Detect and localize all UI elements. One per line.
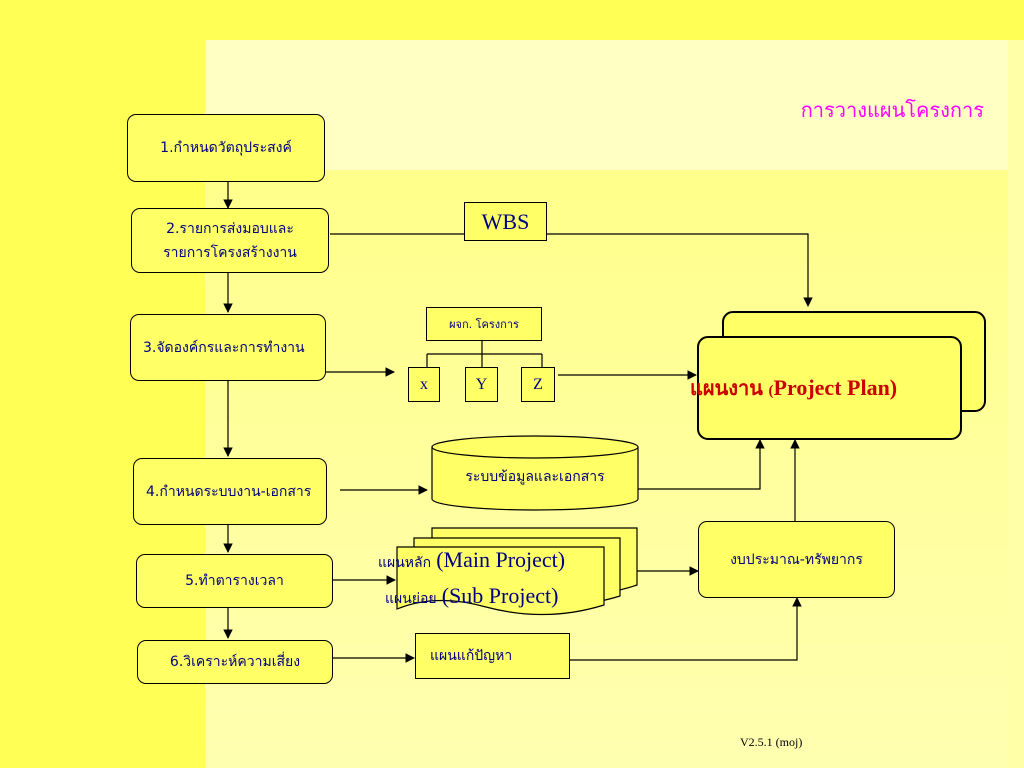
step-5-label: 5.ทำตารางเวลา bbox=[185, 573, 284, 589]
budget-box: งบประมาณ-ทรัพยากร bbox=[698, 521, 895, 598]
org-manager-label: ผจก. โครงการ bbox=[449, 318, 519, 331]
database-cylinder bbox=[431, 435, 639, 511]
step-1-label: 1.กำหนดวัตถุประสงค์ bbox=[160, 140, 292, 156]
org-manager-box: ผจก. โครงการ bbox=[426, 307, 542, 341]
wbs-box: WBS bbox=[464, 202, 547, 241]
step-4-box: 4.กำหนดระบบงาน-เอกสาร bbox=[133, 458, 327, 525]
budget-label: งบประมาณ-ทรัพยากร bbox=[730, 551, 863, 568]
document-stack bbox=[396, 527, 638, 616]
documents-main-line: แผนหลัก (Main Project) bbox=[378, 547, 565, 574]
org-team-x-box: x bbox=[408, 367, 440, 402]
arrow-riskplan-to-budget bbox=[570, 597, 802, 661]
documents-main-thai: แผนหลัก bbox=[378, 555, 432, 571]
step-2-label-line2: รายการโครงสร้างงาน bbox=[163, 244, 297, 261]
org-team-x-label: x bbox=[420, 375, 428, 393]
step-3-box: 3.จัดองค์กรและการทำงาน bbox=[130, 314, 326, 381]
step-2-box: 2.รายการส่งมอบและ รายการโครงสร้างงาน bbox=[131, 208, 329, 273]
step-5-box: 5.ทำตารางเวลา bbox=[136, 554, 333, 608]
version-label: V2.5.1 (moj) bbox=[740, 735, 803, 749]
step-4-label: 4.กำหนดระบบงาน-เอกสาร bbox=[146, 483, 312, 500]
risk-plan-box: แผนแก้ปัญหา bbox=[415, 633, 570, 679]
documents-sub-thai: แผนย่อย bbox=[385, 591, 437, 607]
org-team-z-box: Z bbox=[521, 367, 555, 402]
database-label: ระบบข้อมูลและเอกสาร bbox=[465, 469, 605, 485]
project-plan-english: Project Plan) bbox=[773, 375, 898, 400]
step-3-label: 3.จัดองค์กรและการทำงาน bbox=[143, 339, 305, 356]
org-team-z-label: Z bbox=[533, 375, 543, 393]
org-team-y-box: Y bbox=[465, 367, 498, 402]
documents-sub-line: แผนย่อย (Sub Project) bbox=[385, 583, 558, 610]
project-plan-open-paren: ( bbox=[768, 383, 774, 399]
project-plan-label: แผนงาน (Project Plan) bbox=[690, 372, 897, 404]
arrow-database-to-plan bbox=[638, 439, 765, 490]
step-6-box: 6.วิเคราะห์ความเสี่ยง bbox=[137, 640, 333, 684]
page-title: การวางแผนโครงการ bbox=[800, 98, 984, 122]
step-6-label: 6.วิเคราะห์ความเสี่ยง bbox=[169, 654, 301, 670]
risk-plan-label: แผนแก้ปัญหา bbox=[430, 648, 513, 664]
step-2-label-line1: 2.รายการส่งมอบและ bbox=[166, 220, 294, 237]
org-team-y-label: Y bbox=[475, 375, 488, 393]
wbs-label: WBS bbox=[481, 208, 530, 234]
step-1-box: 1.กำหนดวัตถุประสงค์ bbox=[127, 114, 325, 182]
arrow-step2-to-plan bbox=[330, 233, 813, 307]
project-plan-thai: แผนงาน bbox=[690, 376, 763, 400]
documents-main-english: (Main Project) bbox=[436, 547, 566, 572]
project-plan-front-box bbox=[697, 336, 962, 440]
documents-sub-english: (Sub Project) bbox=[441, 583, 559, 608]
